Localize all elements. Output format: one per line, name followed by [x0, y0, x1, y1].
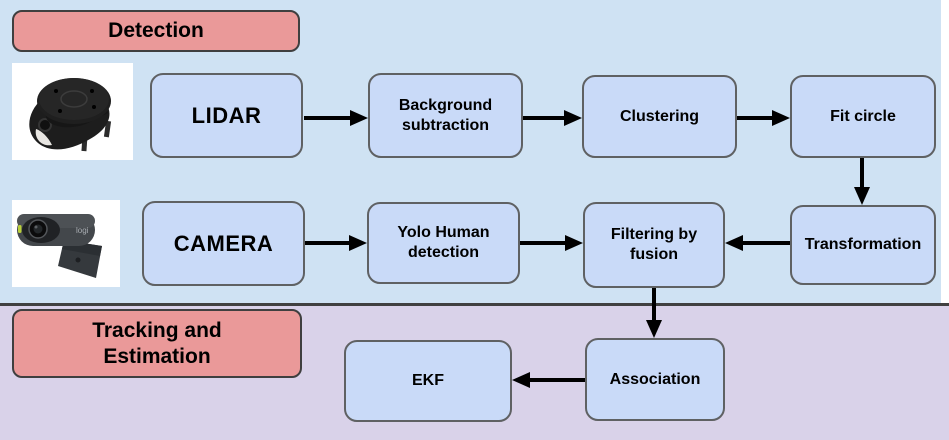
camera-logo-text: logi	[76, 226, 89, 235]
lidar-photo	[12, 63, 133, 160]
node-yolo-human-detection: Yolo Human detection	[367, 202, 520, 284]
webcam-icon: logi	[12, 200, 120, 287]
node-filtering-by-fusion: Filtering by fusion	[583, 202, 725, 288]
node-transformation: Transformation	[790, 205, 936, 285]
tracking-estimation-section-label: Tracking and Estimation	[12, 309, 302, 378]
node-lidar: LIDAR	[150, 73, 303, 158]
node-association: Association	[585, 338, 725, 421]
node-camera: CAMERA	[142, 201, 305, 286]
node-fit-circle: Fit circle	[790, 75, 936, 158]
node-clustering: Clustering	[582, 75, 737, 158]
detection-section-label: Detection	[12, 10, 300, 52]
lidar-sensor-icon	[12, 63, 133, 160]
camera-photo: logi	[12, 200, 120, 287]
node-background-subtraction: Background subtraction	[368, 73, 523, 158]
node-ekf: EKF	[344, 340, 512, 422]
